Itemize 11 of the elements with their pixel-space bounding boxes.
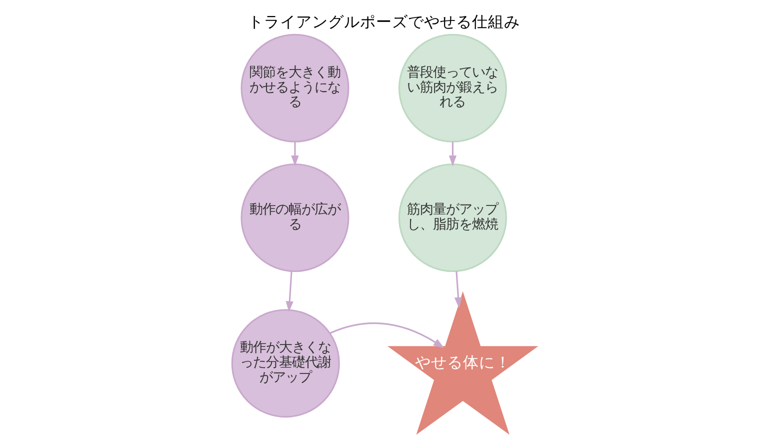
arrow [454,271,462,308]
arrow [448,142,457,166]
node-circle: 関節を大きく動かせるようになる [240,34,350,142]
node-circle: 動作が大きくなった分基礎代謝がアップ [231,309,340,418]
node-circle: 筋肉量がアップし、脂肪を燃焼 [398,164,507,272]
arrow [286,271,294,312]
arrow [291,142,299,166]
diagram-title: トライアングルポーズでやせる仕組み [248,12,520,31]
node-circle: 普段使っていない筋肉が鍛えられる [398,34,507,142]
arrow [330,322,444,348]
node-circle: 動作の幅が広がる [240,164,350,272]
